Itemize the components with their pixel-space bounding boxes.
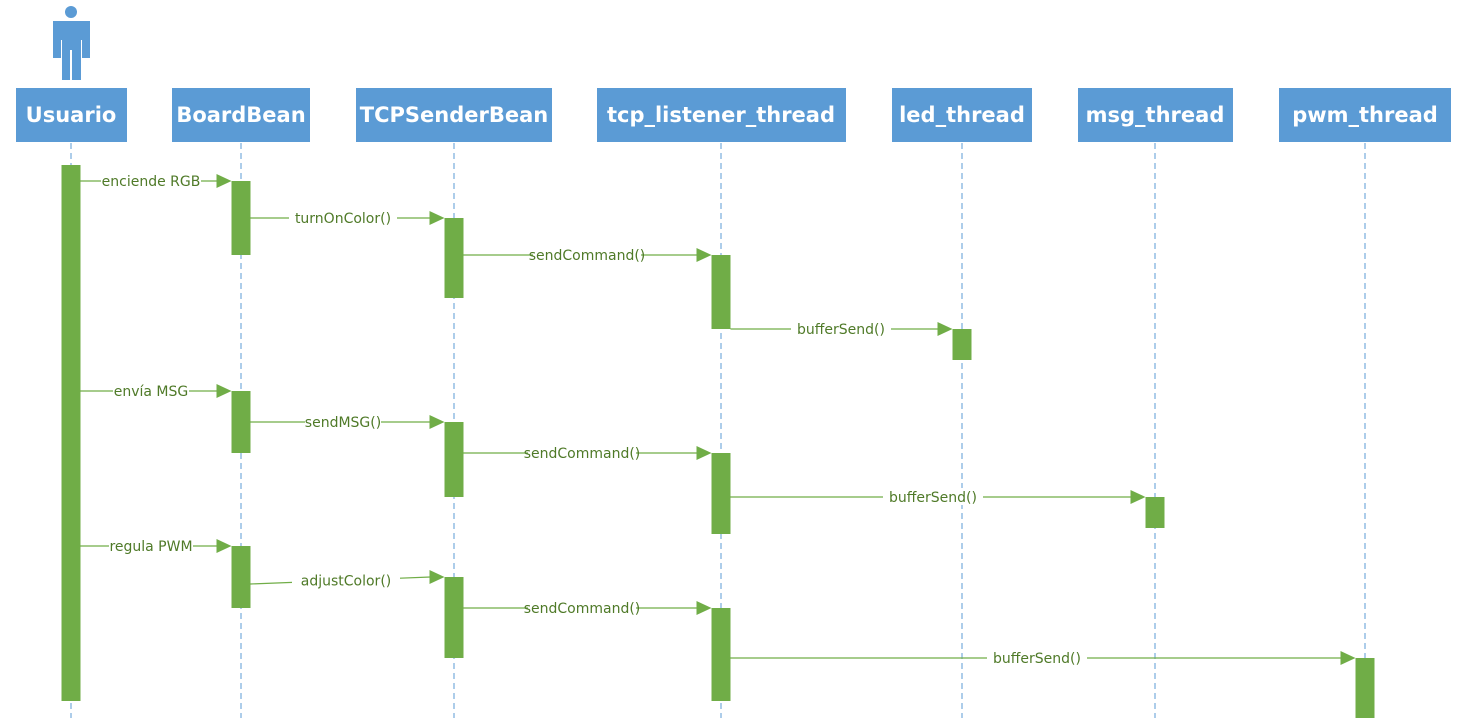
message-label-background <box>305 413 381 430</box>
activation-bar-tcp-listener-thread <box>711 608 731 701</box>
message: sendCommand() <box>463 444 712 462</box>
activation-bar-tcp-listener-thread <box>711 453 731 534</box>
activation-bar-pwm-thread <box>1355 658 1375 718</box>
message-label: sendCommand() <box>524 601 641 617</box>
message-label: bufferSend() <box>797 322 885 338</box>
message-label-background <box>113 382 189 399</box>
message-label: sendCommand() <box>529 248 646 264</box>
activations <box>61 165 1375 718</box>
participant-pwm-thread: pwm_thread <box>1279 88 1451 142</box>
message-label: sendCommand() <box>524 446 641 462</box>
participant-tcpsenderbean: TCPSenderBean <box>356 88 552 142</box>
activation-bar-tcpsenderbean <box>444 218 464 298</box>
message: turnOnColor() <box>250 209 445 227</box>
message: enciende RGB <box>80 172 232 190</box>
message: sendMSG() <box>250 413 445 431</box>
participant-msg-thread: msg_thread <box>1078 88 1233 142</box>
message: bufferSend() <box>730 649 1356 667</box>
activation-bar-boardbean <box>231 181 251 255</box>
arrowhead-icon <box>429 415 445 429</box>
message-label: turnOnColor() <box>295 211 391 227</box>
activation-bar-boardbean <box>231 546 251 608</box>
arrowhead-icon <box>216 384 232 398</box>
activation-bar-usuario <box>61 165 81 701</box>
arrowhead-icon <box>429 211 445 225</box>
message-label-background <box>528 444 636 461</box>
message-label-background <box>292 571 400 589</box>
arrowhead-icon <box>1340 651 1356 665</box>
message-label: bufferSend() <box>993 651 1081 667</box>
participant-boardbean: BoardBean <box>172 88 310 142</box>
message: bufferSend() <box>730 488 1146 506</box>
message-label: adjustColor() <box>301 574 392 590</box>
arrowhead-icon <box>216 174 232 188</box>
participant-usuario: Usuario <box>16 88 127 142</box>
activation-bar-tcp-listener-thread <box>711 255 731 329</box>
message-label-background <box>987 649 1087 666</box>
participant-label: pwm_thread <box>1292 103 1438 127</box>
message: envía MSG <box>80 382 232 400</box>
participant-label: TCPSenderBean <box>360 103 548 127</box>
person-icon <box>53 6 90 80</box>
message-label-background <box>533 246 641 263</box>
arrowhead-icon <box>216 539 232 553</box>
participant-label: msg_thread <box>1086 103 1225 127</box>
messages: enciende RGB turnOnColor() sendCommand() bu… <box>80 172 1356 667</box>
message-label-background <box>883 488 983 505</box>
participant-label: led_thread <box>899 103 1025 127</box>
activation-bar-boardbean <box>231 391 251 453</box>
message: bufferSend() <box>730 320 953 338</box>
message: sendCommand() <box>463 246 712 264</box>
arrowhead-icon <box>1130 490 1146 504</box>
participant-label: tcp_listener_thread <box>607 103 835 127</box>
message-label-background <box>101 172 201 189</box>
message-label: envía MSG <box>114 384 189 400</box>
message-label: bufferSend() <box>889 490 977 506</box>
activation-bar-tcpsenderbean <box>444 422 464 497</box>
message: adjustColor() <box>250 570 445 590</box>
message: regula PWM <box>80 537 232 555</box>
participant-label: Usuario <box>26 103 117 127</box>
activation-bar-tcpsenderbean <box>444 577 464 658</box>
participant-tcp-listener-thread: tcp_listener_thread <box>597 88 846 142</box>
message-label-background <box>791 320 891 337</box>
activation-bar-led-thread <box>952 329 972 360</box>
arrowhead-icon <box>696 446 712 460</box>
activation-bar-msg-thread <box>1145 497 1165 528</box>
arrowhead-icon <box>937 322 953 336</box>
participant-led-thread: led_thread <box>892 88 1032 142</box>
arrowhead-icon <box>429 570 445 584</box>
arrowhead-icon <box>696 601 712 615</box>
message-label-background <box>528 599 636 616</box>
message-label-background <box>109 537 193 554</box>
message-label: regula PWM <box>109 539 192 555</box>
message-label: enciende RGB <box>102 174 201 190</box>
participant-label: BoardBean <box>176 103 305 127</box>
message-label: sendMSG() <box>305 415 381 431</box>
message: sendCommand() <box>463 599 712 617</box>
message-label-background <box>289 209 397 226</box>
arrowhead-icon <box>696 248 712 262</box>
